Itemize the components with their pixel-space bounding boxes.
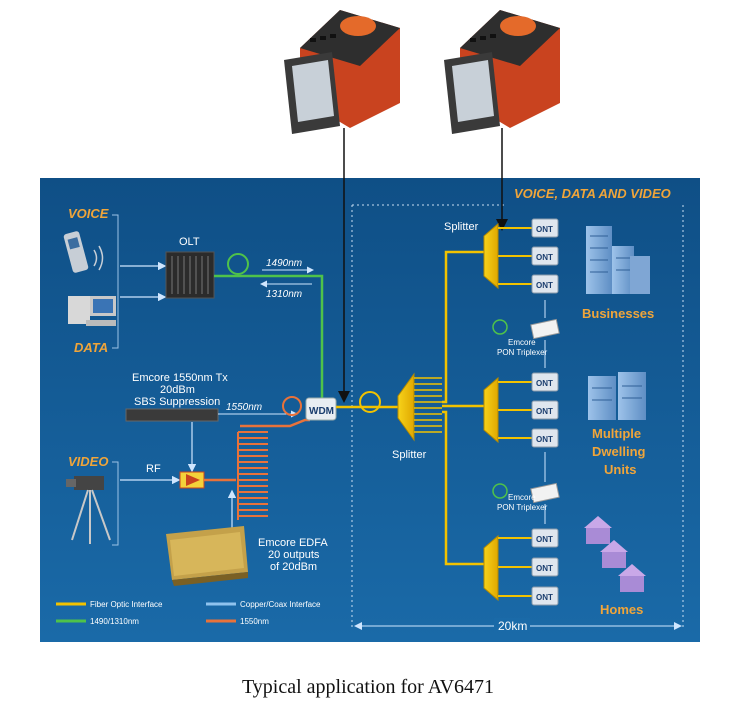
legend: Fiber Optic Interface 1490/1310nm Copper… [56,600,321,626]
distribution-fibers [442,250,484,566]
main-splitter-outputs [414,377,442,433]
rf-label: RF [146,463,161,475]
wavelength-1550-label: 1550nm [226,402,262,413]
olt-chassis [165,251,215,299]
ont-box: ONT [531,246,559,266]
triplexer-callout-lower: Emcore PON Triplexer [492,452,560,524]
phone-icon [63,231,104,273]
tx-label-line1: Emcore 1550nm Tx [132,372,228,384]
svg-text:ONT: ONT [536,379,553,388]
voice-label: VOICE [68,206,109,221]
top-splitter [483,222,499,290]
ont-box: ONT [531,400,559,420]
businesses-label: Businesses [582,306,654,321]
svg-text:ONT: ONT [536,281,553,290]
tx-label-line3: SBS Suppression [134,396,220,408]
svg-text:PON Triplexer: PON Triplexer [497,503,548,512]
houses-icon [584,516,646,592]
main-splitter-label: Splitter [392,449,427,461]
svg-text:ONT: ONT [536,407,553,416]
triplexer-callout-upper: Emcore PON Triplexer [492,300,560,368]
wavelength-1490-label: 1490nm [266,258,302,269]
svg-text:ONT: ONT [536,593,553,602]
bottom-splitter [483,534,499,602]
trunk-fiber-coil [359,391,381,413]
fusion-splicer-right [444,10,560,134]
wavelength-1310-label: 1310nm [266,289,302,300]
ont-box: ONT [531,586,559,606]
edfa-output-fibers [237,431,268,520]
fusion-splicer-left [284,10,400,134]
computer-icon [68,296,116,326]
mdu-label-line2: Dwelling [592,444,646,459]
mdu-label-line1: Multiple [592,426,641,441]
video-bracket [112,461,119,546]
homes-label: Homes [600,602,643,617]
ont-drop-fibers [498,227,532,597]
mdu-label-line3: Units [604,462,637,477]
legend-orange-label: 1550nm [240,617,269,626]
legend-copper-label: Copper/Coax Interface [240,600,321,609]
figure-caption: Typical application for AV6471 [241,676,495,698]
edfa-label-line3: of 20dBm [270,561,317,573]
distance-label: 20km [498,619,527,633]
office-buildings-icon [586,226,650,294]
olt-label: OLT [179,236,200,248]
edfa-label-line2: 20 outputs [268,549,320,561]
ont-box: ONT [531,218,559,238]
modulator-symbol [186,474,200,486]
ont-box: ONT [531,428,559,448]
wdm-label: WDM [309,406,334,417]
legend-green-label: 1490/1310nm [90,617,139,626]
svg-text:PON Triplexer: PON Triplexer [497,348,548,357]
svg-text:ONT: ONT [536,253,553,262]
tx-label-line2: 20dBm [160,384,195,396]
ont-box: ONT [531,557,559,577]
mid-splitter [483,376,499,444]
camera-icon [66,476,111,544]
green-fiber-path [214,274,324,400]
video-label: VIDEO [68,454,108,469]
access-network-outline [351,204,684,630]
voice-data-bracket [112,214,119,349]
ont-box: ONT [531,528,559,548]
edfa-label-line1: Emcore EDFA [258,537,328,549]
svg-text:ONT: ONT [536,225,553,234]
ont-box: ONT [531,274,559,294]
svg-text:ONT: ONT [536,564,553,573]
tx-unit [125,408,219,422]
svg-text:ONT: ONT [536,435,553,444]
olt-fiber-coil [227,253,249,275]
wdm-box [305,397,337,421]
tx-fiber-coil [282,396,302,416]
data-label: DATA [74,340,108,355]
svg-text:Emcore: Emcore [508,338,536,347]
distance-arrow-left-head [354,622,362,630]
distance-label-bg [494,618,530,632]
svg-text:ONT: ONT [536,535,553,544]
main-splitter [397,372,415,442]
ont-box: ONT [531,372,559,392]
top-splitter-label: Splitter [444,221,479,233]
distance-arrow-right-head [674,622,682,630]
legend-fiber-label: Fiber Optic Interface [90,600,163,609]
edfa-unit [166,526,248,586]
apartment-buildings-icon [588,372,646,420]
section-header: VOICE, DATA AND VIDEO [514,186,671,201]
svg-text:Emcore: Emcore [508,493,536,502]
